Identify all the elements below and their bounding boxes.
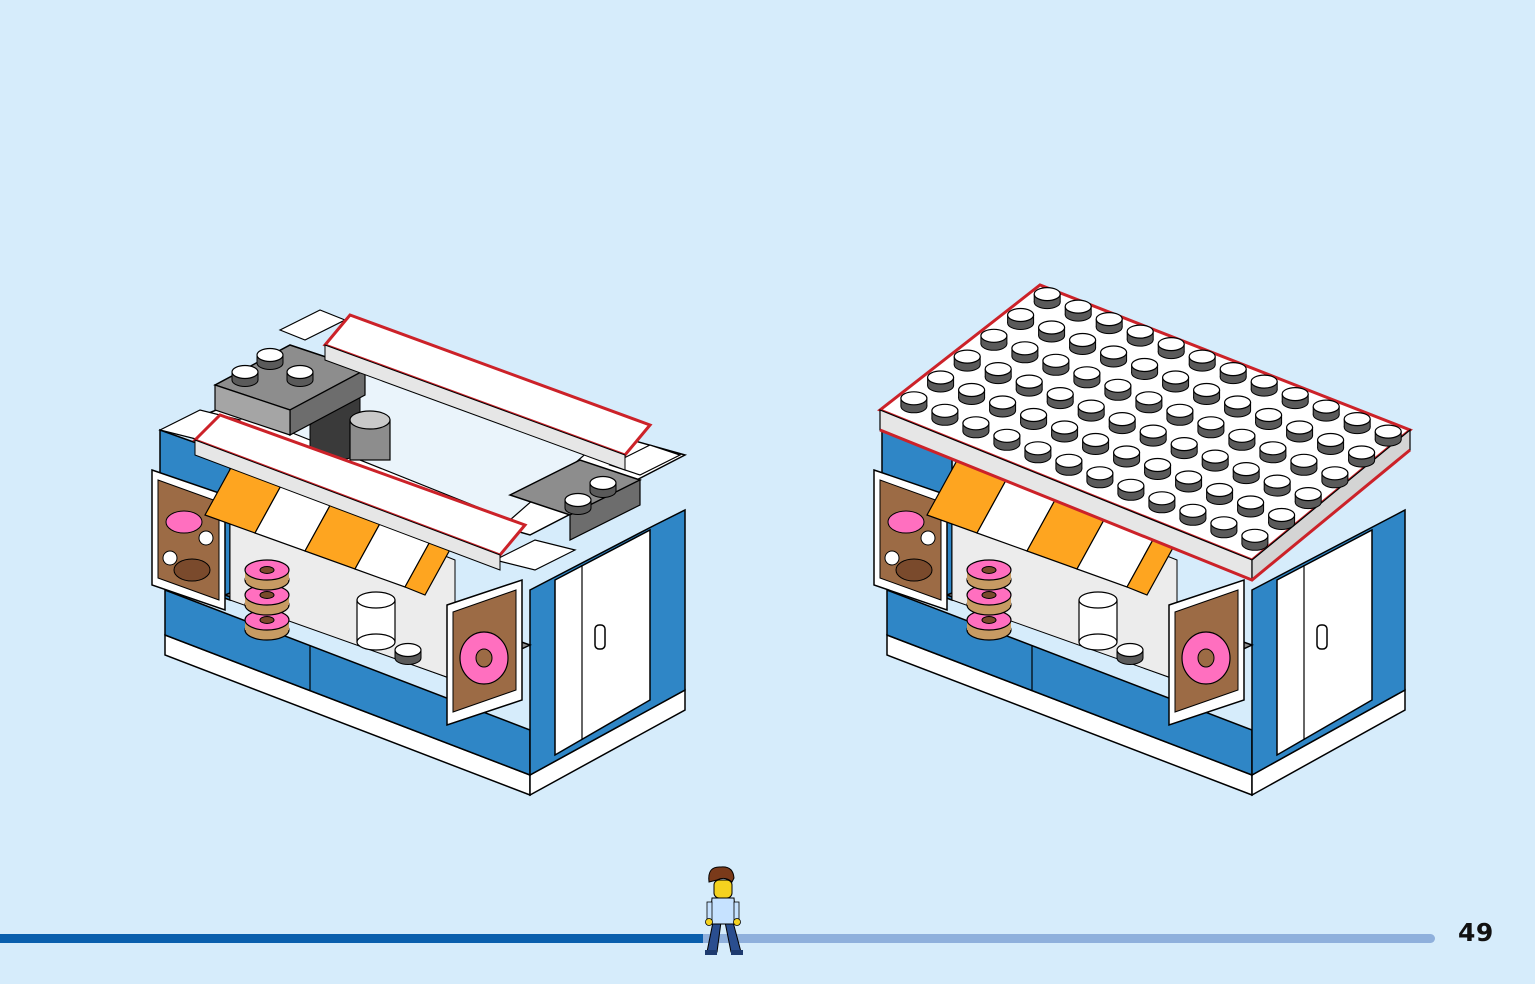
- plate-stud: [1095, 312, 1123, 335]
- donut-sign-left: [151, 468, 226, 612]
- plate-stud: [1037, 320, 1066, 343]
- plate-stud: [993, 428, 1021, 451]
- coffee-machine: [349, 410, 391, 461]
- progress-done: [0, 934, 703, 943]
- plate-stud: [1166, 403, 1194, 426]
- plate-stud: [1281, 387, 1309, 410]
- plate-stud: [1321, 466, 1349, 489]
- plate-stud: [1042, 353, 1070, 376]
- highlighted-tile-front: [192, 413, 528, 571]
- plate-stud: [1055, 453, 1083, 476]
- plate-stud: [1285, 420, 1314, 443]
- plate-stud: [1143, 457, 1172, 481]
- plate-stud: [1236, 495, 1265, 518]
- plate-stud: [931, 403, 959, 426]
- cup: [1078, 591, 1118, 651]
- plate-stud: [1135, 391, 1163, 414]
- plate-stud: [1290, 453, 1318, 476]
- plate-stud: [1267, 507, 1296, 531]
- plate-stud: [1210, 516, 1238, 539]
- cup: [356, 591, 396, 651]
- plate-stud: [962, 416, 990, 439]
- donut-sign-right: [1168, 578, 1245, 727]
- booth-step-before: [151, 309, 688, 797]
- plate-stud: [1064, 299, 1092, 322]
- plate-stud: [1223, 395, 1252, 418]
- plate-stud: [1148, 491, 1176, 514]
- plate-stud: [1161, 370, 1190, 393]
- highlighted-tile-back: [322, 313, 653, 471]
- plate-stud: [1086, 466, 1114, 489]
- plate-stud: [984, 362, 1012, 385]
- plate-stud: [1112, 445, 1141, 468]
- plate-stud: [1073, 366, 1101, 389]
- plate-stud: [1046, 387, 1074, 410]
- plate-stud: [1254, 407, 1283, 431]
- plate-stud: [1157, 337, 1185, 360]
- plate-stud: [1019, 407, 1048, 431]
- plate-stud: [1197, 416, 1225, 439]
- donut-stack: [966, 559, 1012, 641]
- plate-stud: [1015, 374, 1043, 397]
- plate-stud: [1068, 332, 1097, 356]
- plate-stud: [1011, 341, 1039, 364]
- plate-stud: [1081, 432, 1110, 456]
- minifigure-icon: [705, 866, 743, 955]
- plate-stud: [1130, 357, 1159, 381]
- plate-stud: [1174, 470, 1203, 493]
- plate-stud: [1201, 449, 1229, 472]
- plate-stud: [1192, 382, 1221, 406]
- plate-stud: [1126, 324, 1154, 347]
- plate-stud: [900, 391, 928, 414]
- donut-stack: [244, 559, 290, 641]
- plate-stud: [1232, 462, 1260, 485]
- plate-stud: [1250, 374, 1278, 397]
- plate-stud: [1219, 362, 1247, 385]
- plate-stud: [1188, 349, 1216, 372]
- plate-stud: [1241, 528, 1269, 551]
- plate-stud: [1104, 378, 1132, 401]
- plate-stud: [1006, 307, 1035, 331]
- plate-stud: [1374, 424, 1402, 447]
- page-number: 49: [1458, 918, 1494, 947]
- plate-stud: [1294, 487, 1322, 510]
- plate-stud: [926, 370, 955, 393]
- plate-stud: [980, 328, 1008, 351]
- plate-stud: [1316, 432, 1345, 456]
- plate-stud: [1024, 441, 1052, 464]
- plate-stud: [1179, 503, 1207, 526]
- plate-stud: [1312, 399, 1340, 422]
- plate-stud: [1099, 345, 1128, 368]
- plate-stud: [1139, 424, 1167, 447]
- plate-stud: [1259, 441, 1287, 464]
- plate-stud: [953, 349, 981, 372]
- plate-stud: [1343, 412, 1371, 435]
- plate-stud: [1228, 428, 1256, 451]
- plate-stud: [1347, 445, 1376, 468]
- plate-stud: [1077, 399, 1105, 422]
- plate-stud: [1170, 437, 1198, 460]
- plate-stud: [1108, 412, 1136, 435]
- donut-sign-right: [446, 578, 523, 727]
- plate-stud: [988, 395, 1017, 418]
- donut-sign-left: [873, 468, 948, 612]
- plate-stud: [1205, 482, 1234, 506]
- plate-stud: [957, 382, 986, 406]
- plate-stud: [1263, 474, 1291, 497]
- plate-stud: [1033, 287, 1061, 310]
- booth-step-after: [873, 283, 1413, 797]
- highlighted-plate: [877, 283, 1413, 582]
- plate-stud: [1050, 420, 1079, 443]
- plate-stud: [1117, 478, 1145, 501]
